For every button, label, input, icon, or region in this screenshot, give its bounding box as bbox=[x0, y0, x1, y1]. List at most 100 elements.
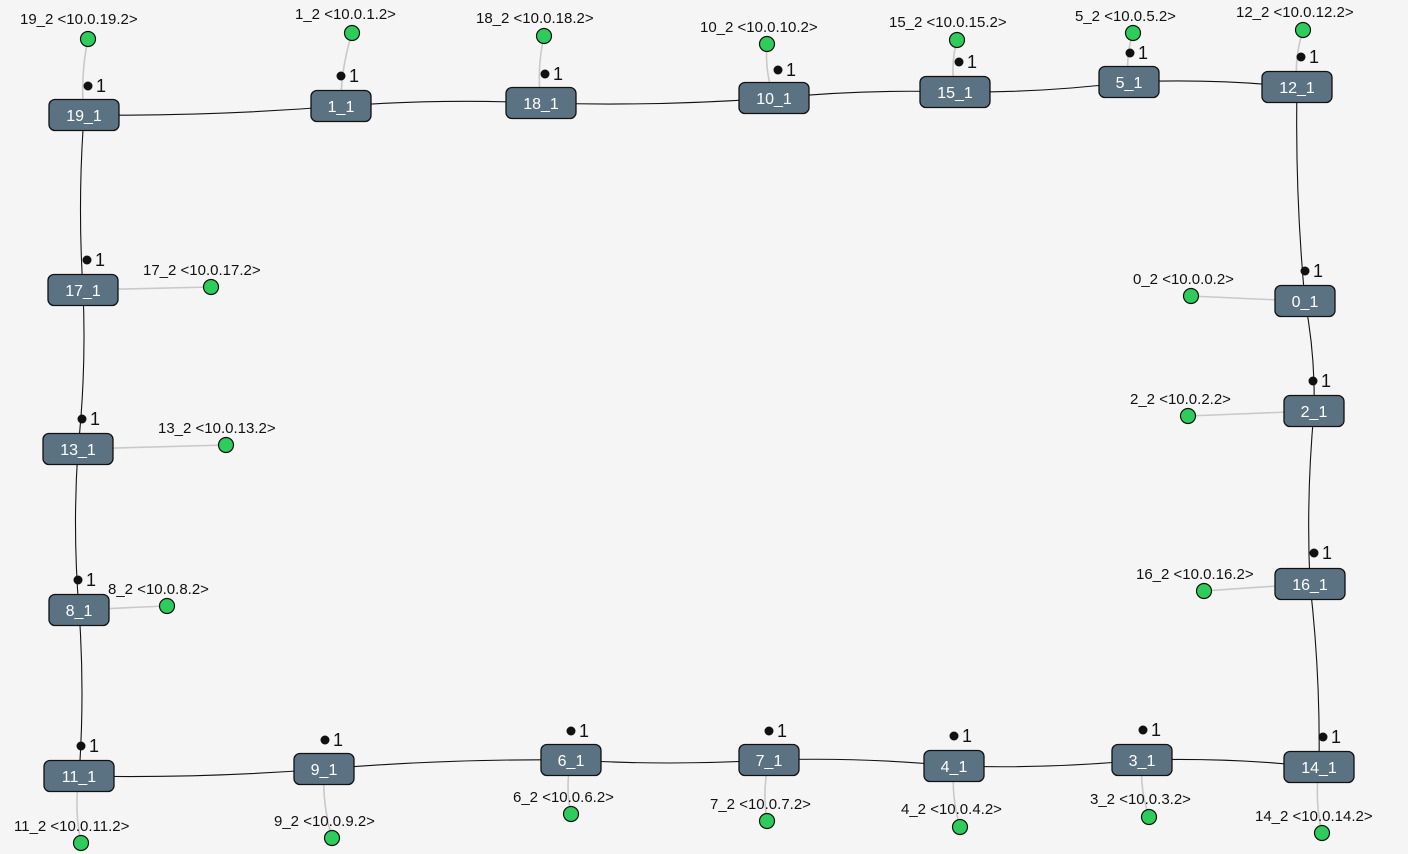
router-box-19_1[interactable] bbox=[48, 98, 120, 132]
host-dot-8_2[interactable] bbox=[158, 597, 176, 615]
link-16_1-14_1 bbox=[1309, 583, 1320, 768]
host-dot-16_2[interactable] bbox=[1195, 582, 1213, 600]
router-box-9_1[interactable] bbox=[293, 752, 355, 786]
host-dot-1_2[interactable] bbox=[343, 24, 361, 42]
host-15_2[interactable]: 15_2 <10.0.15.2> bbox=[889, 14, 1007, 49]
router-box-3_1[interactable] bbox=[1111, 743, 1173, 777]
router-box-0_1[interactable] bbox=[1274, 284, 1336, 318]
router-box-6_1[interactable] bbox=[540, 743, 602, 777]
router-box-5_1[interactable] bbox=[1098, 65, 1160, 99]
host-13_2[interactable]: 13_2 <10.0.13.2> bbox=[158, 420, 276, 454]
router-8_1[interactable]: 8_1 bbox=[48, 593, 110, 627]
host-18_2[interactable]: 18_2 <10.0.18.2> bbox=[476, 10, 594, 45]
router-label-6_1: 6_1 bbox=[558, 753, 585, 770]
router-2_1[interactable]: 2_1 bbox=[1283, 394, 1345, 428]
host-1_2[interactable]: 1_2 <10.0.1.2> bbox=[295, 6, 396, 42]
host-8_2[interactable]: 8_2 <10.0.8.2> bbox=[108, 581, 209, 615]
router-4_1[interactable]: 4_1 bbox=[923, 749, 985, 783]
host-label-7_2: 7_2 <10.0.7.2> bbox=[710, 796, 811, 813]
host-0_2[interactable]: 0_2 <10.0.0.2> bbox=[1133, 271, 1234, 305]
host-label-14_2: 14_2 <10.0.14.2> bbox=[1255, 808, 1373, 825]
router-box-11_1[interactable] bbox=[43, 759, 115, 793]
host-dot-3_2[interactable] bbox=[1140, 808, 1158, 826]
host-dot-6_2[interactable] bbox=[562, 805, 580, 823]
host-dot-10_2[interactable] bbox=[758, 35, 776, 53]
router-9_1[interactable]: 9_1 bbox=[293, 752, 355, 786]
host-dot-12_2[interactable] bbox=[1294, 21, 1312, 39]
port-dot-11_1 bbox=[76, 741, 86, 751]
host-dot-19_2[interactable] bbox=[79, 30, 97, 48]
port-dot-9_1 bbox=[320, 735, 330, 745]
host-dot-15_2[interactable] bbox=[948, 31, 966, 49]
host-9_2[interactable]: 9_2 <10.0.9.2> bbox=[274, 813, 375, 847]
router-box-1_1[interactable] bbox=[310, 89, 372, 123]
host-label-18_2: 18_2 <10.0.18.2> bbox=[476, 10, 594, 27]
router-18_1[interactable]: 18_1 bbox=[505, 86, 577, 120]
host-label-2_2: 2_2 <10.0.2.2> bbox=[1130, 391, 1231, 408]
router-box-14_1[interactable] bbox=[1283, 750, 1355, 784]
router-11_1[interactable]: 11_1 bbox=[43, 759, 115, 793]
port-label-1_1: 1 bbox=[349, 66, 359, 86]
router-box-7_1[interactable] bbox=[738, 743, 800, 777]
host-dot-17_2[interactable] bbox=[202, 278, 220, 296]
router-box-13_1[interactable] bbox=[42, 432, 114, 466]
router-box-8_1[interactable] bbox=[48, 593, 110, 627]
router-10_1[interactable]: 10_1 bbox=[738, 81, 810, 115]
router-label-15_1: 15_1 bbox=[937, 85, 973, 102]
router-box-10_1[interactable] bbox=[738, 81, 810, 115]
host-14_2[interactable]: 14_2 <10.0.14.2> bbox=[1255, 808, 1373, 842]
router-7_1[interactable]: 7_1 bbox=[738, 743, 800, 777]
host-10_2[interactable]: 10_2 <10.0.10.2> bbox=[700, 19, 818, 53]
host-2_2[interactable]: 2_2 <10.0.2.2> bbox=[1130, 391, 1231, 425]
host-dot-9_2[interactable] bbox=[323, 829, 341, 847]
host-dot-13_2[interactable] bbox=[217, 436, 235, 454]
port-label-7_1: 1 bbox=[777, 721, 787, 741]
router-17_1[interactable]: 17_1 bbox=[47, 273, 119, 307]
router-box-15_1[interactable] bbox=[919, 75, 991, 109]
router-16_1[interactable]: 16_1 bbox=[1274, 567, 1346, 601]
router-13_1[interactable]: 13_1 bbox=[42, 432, 114, 466]
router-1_1[interactable]: 1_1 bbox=[310, 89, 372, 123]
hosts: 19_2 <10.0.19.2>1_2 <10.0.1.2>18_2 <10.0… bbox=[14, 4, 1373, 852]
port-label-10_1: 1 bbox=[786, 60, 796, 80]
host-dot-11_2[interactable] bbox=[72, 834, 90, 852]
host-dot-14_2[interactable] bbox=[1313, 824, 1331, 842]
port-dot-18_1 bbox=[540, 69, 550, 79]
router-5_1[interactable]: 5_1 bbox=[1098, 65, 1160, 99]
host-dot-18_2[interactable] bbox=[535, 27, 553, 45]
host-label-8_2: 8_2 <10.0.8.2> bbox=[108, 581, 209, 598]
router-3_1[interactable]: 3_1 bbox=[1111, 743, 1173, 777]
router-15_1[interactable]: 15_1 bbox=[919, 75, 991, 109]
host-label-5_2: 5_2 <10.0.5.2> bbox=[1075, 8, 1176, 25]
router-box-17_1[interactable] bbox=[47, 273, 119, 307]
host-dot-0_2[interactable] bbox=[1182, 287, 1200, 305]
host-17_2[interactable]: 17_2 <10.0.17.2> bbox=[143, 262, 261, 296]
router-box-16_1[interactable] bbox=[1274, 567, 1346, 601]
router-14_1[interactable]: 14_1 bbox=[1283, 750, 1355, 784]
host-19_2[interactable]: 19_2 <10.0.19.2> bbox=[20, 11, 138, 48]
router-box-2_1[interactable] bbox=[1283, 394, 1345, 428]
router-0_1[interactable]: 0_1 bbox=[1274, 284, 1336, 318]
router-19_1[interactable]: 19_1 bbox=[48, 98, 120, 132]
host-11_2[interactable]: 11_2 <10.0.11.2> bbox=[14, 818, 130, 852]
router-box-12_1[interactable] bbox=[1261, 70, 1333, 104]
host-7_2[interactable]: 7_2 <10.0.7.2> bbox=[710, 796, 811, 830]
host-dot-4_2[interactable] bbox=[951, 818, 969, 836]
port-dot-8_1 bbox=[73, 575, 83, 585]
host-4_2[interactable]: 4_2 <10.0.4.2> bbox=[901, 801, 1002, 836]
host-dot-2_2[interactable] bbox=[1179, 407, 1197, 425]
port-dot-1_1 bbox=[336, 71, 346, 81]
router-box-18_1[interactable] bbox=[505, 86, 577, 120]
host-dot-5_2[interactable] bbox=[1124, 24, 1142, 42]
host-5_2[interactable]: 5_2 <10.0.5.2> bbox=[1075, 8, 1176, 42]
host-6_2[interactable]: 6_2 <10.0.6.2> bbox=[513, 789, 614, 823]
host-16_2[interactable]: 16_2 <10.0.16.2> bbox=[1136, 566, 1254, 600]
router-box-4_1[interactable] bbox=[923, 749, 985, 783]
router-label-1_1: 1_1 bbox=[328, 99, 355, 116]
host-12_2[interactable]: 12_2 <10.0.12.2> bbox=[1236, 4, 1354, 39]
host-dot-7_2[interactable] bbox=[758, 812, 776, 830]
router-6_1[interactable]: 6_1 bbox=[540, 743, 602, 777]
host-3_2[interactable]: 3_2 <10.0.3.2> bbox=[1090, 791, 1191, 826]
port-label-0_1: 1 bbox=[1313, 261, 1323, 281]
router-12_1[interactable]: 12_1 bbox=[1261, 70, 1333, 104]
